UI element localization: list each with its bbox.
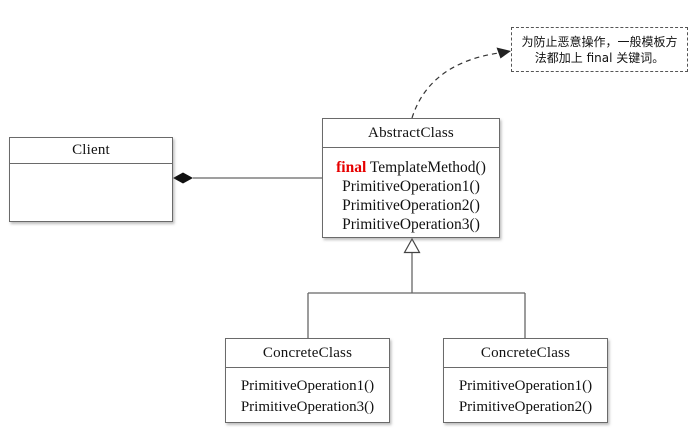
class-title: ConcreteClass — [226, 339, 389, 368]
method-item: PrimitiveOperation1() — [240, 378, 375, 394]
note-connector — [411, 47, 511, 119]
final-keyword: final — [336, 159, 367, 176]
method-template-method: final TemplateMethod() — [323, 158, 499, 177]
method-item: PrimitiveOperation2() — [458, 399, 593, 415]
class-box-abstract-class: AbstractClass final TemplateMethod() Pri… — [322, 118, 500, 238]
class-title: Client — [10, 138, 172, 164]
composition-connector — [173, 172, 322, 184]
method-item: PrimitiveOperation1() — [458, 378, 593, 394]
inheritance-connector — [307, 237, 526, 338]
class-box-concrete-class-left: ConcreteClass PrimitiveOperation1() Prim… — [225, 338, 390, 423]
annotation-note: 为防止恶意操作，一般模板方 法都加上 final 关键词。 — [511, 27, 688, 72]
method-item: PrimitiveOperation1() — [342, 178, 480, 195]
method-item: PrimitiveOperation3() — [240, 399, 375, 415]
inheritance-triangle-icon — [403, 237, 421, 254]
note-arrowhead-icon — [496, 47, 511, 59]
class-methods: final TemplateMethod() PrimitiveOperatio… — [323, 148, 499, 234]
composition-diamond-icon — [173, 172, 193, 184]
method-item: PrimitiveOperation3() — [342, 216, 480, 233]
class-methods: PrimitiveOperation1() PrimitiveOperation… — [226, 368, 389, 418]
method-item: PrimitiveOperation2() — [342, 197, 480, 214]
note-text-line1: 为防止恶意操作，一般模板方 — [521, 34, 678, 49]
class-methods: PrimitiveOperation1() PrimitiveOperation… — [444, 368, 607, 418]
class-title: ConcreteClass — [444, 339, 607, 368]
class-box-client: Client — [9, 137, 173, 222]
note-text-line2: 法都加上 final 关键词。 — [534, 50, 665, 65]
class-box-concrete-class-right: ConcreteClass PrimitiveOperation1() Prim… — [443, 338, 608, 423]
method-name: TemplateMethod() — [369, 159, 486, 176]
class-title: AbstractClass — [323, 119, 499, 148]
